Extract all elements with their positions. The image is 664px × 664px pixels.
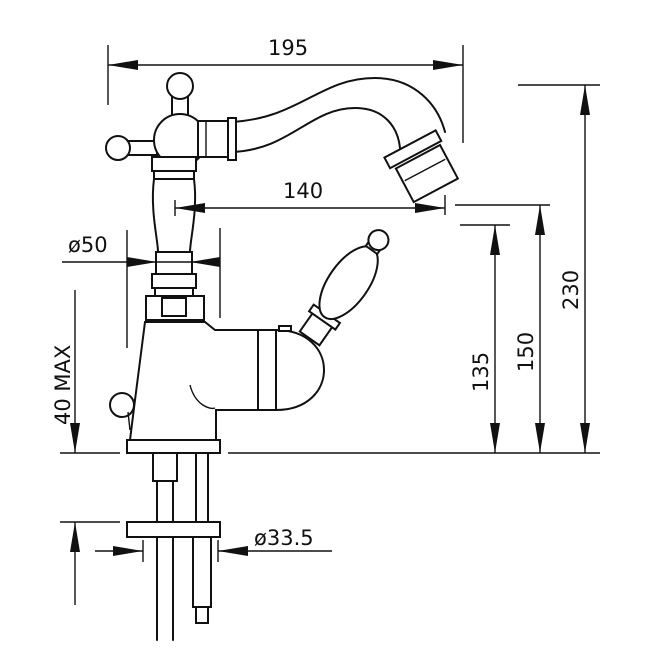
- dim-label-230: 230: [559, 270, 583, 310]
- dim-label-135: 135: [469, 352, 493, 392]
- dim-spout-reach: 140: [174, 179, 446, 216]
- nozzle: [383, 129, 460, 204]
- dim-label-phi33-5: ø33.5: [254, 526, 314, 550]
- dim-label-195: 195: [268, 36, 308, 60]
- dim-label-150: 150: [514, 332, 538, 372]
- shanks: [126, 452, 221, 641]
- dim-overall-width: 195: [107, 36, 464, 143]
- cross-handle: [105, 72, 237, 167]
- dim-deck-thickness: 40 MAX: [51, 290, 80, 605]
- column: [145, 156, 205, 321]
- base-plate: [126, 439, 221, 454]
- dim-label-40max: 40 MAX: [51, 345, 75, 425]
- lever-handle: [298, 229, 390, 347]
- dim-shank-diameter: ø33.5: [95, 526, 332, 562]
- dim-column-diameter: ø50: [62, 228, 221, 348]
- body: [109, 321, 325, 454]
- reference-lines: [60, 452, 600, 523]
- dim-label-140: 140: [283, 179, 323, 203]
- pop-up-knob: [109, 392, 135, 418]
- dim-heights: 135 150 230: [455, 84, 600, 453]
- spout: [231, 77, 460, 204]
- dim-label-phi50: ø50: [68, 233, 108, 257]
- fixing-plate: [126, 521, 221, 538]
